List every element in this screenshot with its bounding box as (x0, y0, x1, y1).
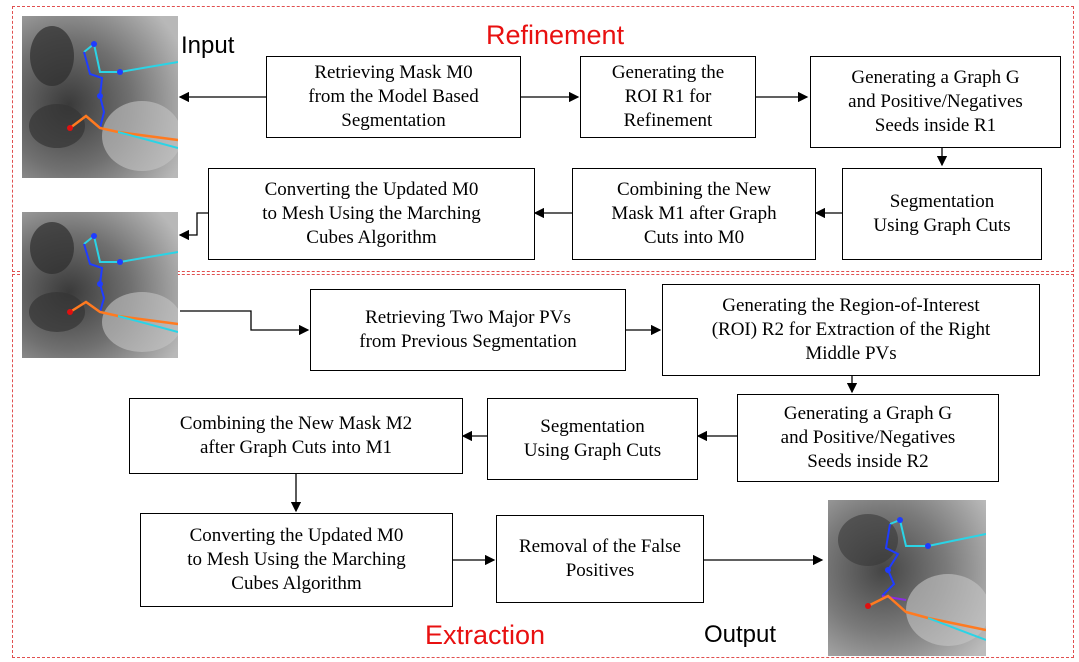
removal-false-positives-box: Removal of the False Positives (496, 515, 704, 603)
intermediate-ct-image (22, 212, 178, 358)
output-label: Output (704, 621, 777, 648)
combine-mask-m1-box: Combining the New Mask M1 after Graph Cu… (572, 168, 816, 260)
generate-roi-r2-box: Generating the Region-of-Interest (ROI) … (662, 284, 1040, 376)
convert-mesh-box-2: Converting the Updated M0 to Mesh Using … (140, 513, 453, 607)
segmentation-graph-cuts-box-2: Segmentation Using Graph Cuts (487, 398, 698, 480)
convert-mesh-box-1: Converting the Updated M0 to Mesh Using … (208, 168, 535, 260)
generate-graph-r2-box: Generating a Graph G and Positive/Negati… (737, 394, 999, 482)
retrieve-mask-m0-box: Retrieving Mask M0 from the Model Based … (266, 56, 521, 138)
input-ct-image (22, 16, 178, 178)
generate-roi-r1-box: Generating the ROI R1 for Refinement (580, 56, 756, 138)
input-label: Input (181, 32, 235, 59)
refinement-frame (12, 6, 1074, 272)
refinement-title: Refinement (486, 20, 625, 50)
segmentation-graph-cuts-box-1: Segmentation Using Graph Cuts (842, 168, 1042, 260)
combine-mask-m2-box: Combining the New Mask M2 after Graph Cu… (129, 398, 463, 474)
retrieve-two-pvs-box: Retrieving Two Major PVs from Previous S… (310, 289, 626, 371)
output-ct-image (828, 500, 986, 656)
generate-graph-r1-box: Generating a Graph G and Positive/Negati… (810, 56, 1061, 148)
extraction-title: Extraction (425, 620, 546, 650)
extraction-frame (12, 274, 1074, 658)
